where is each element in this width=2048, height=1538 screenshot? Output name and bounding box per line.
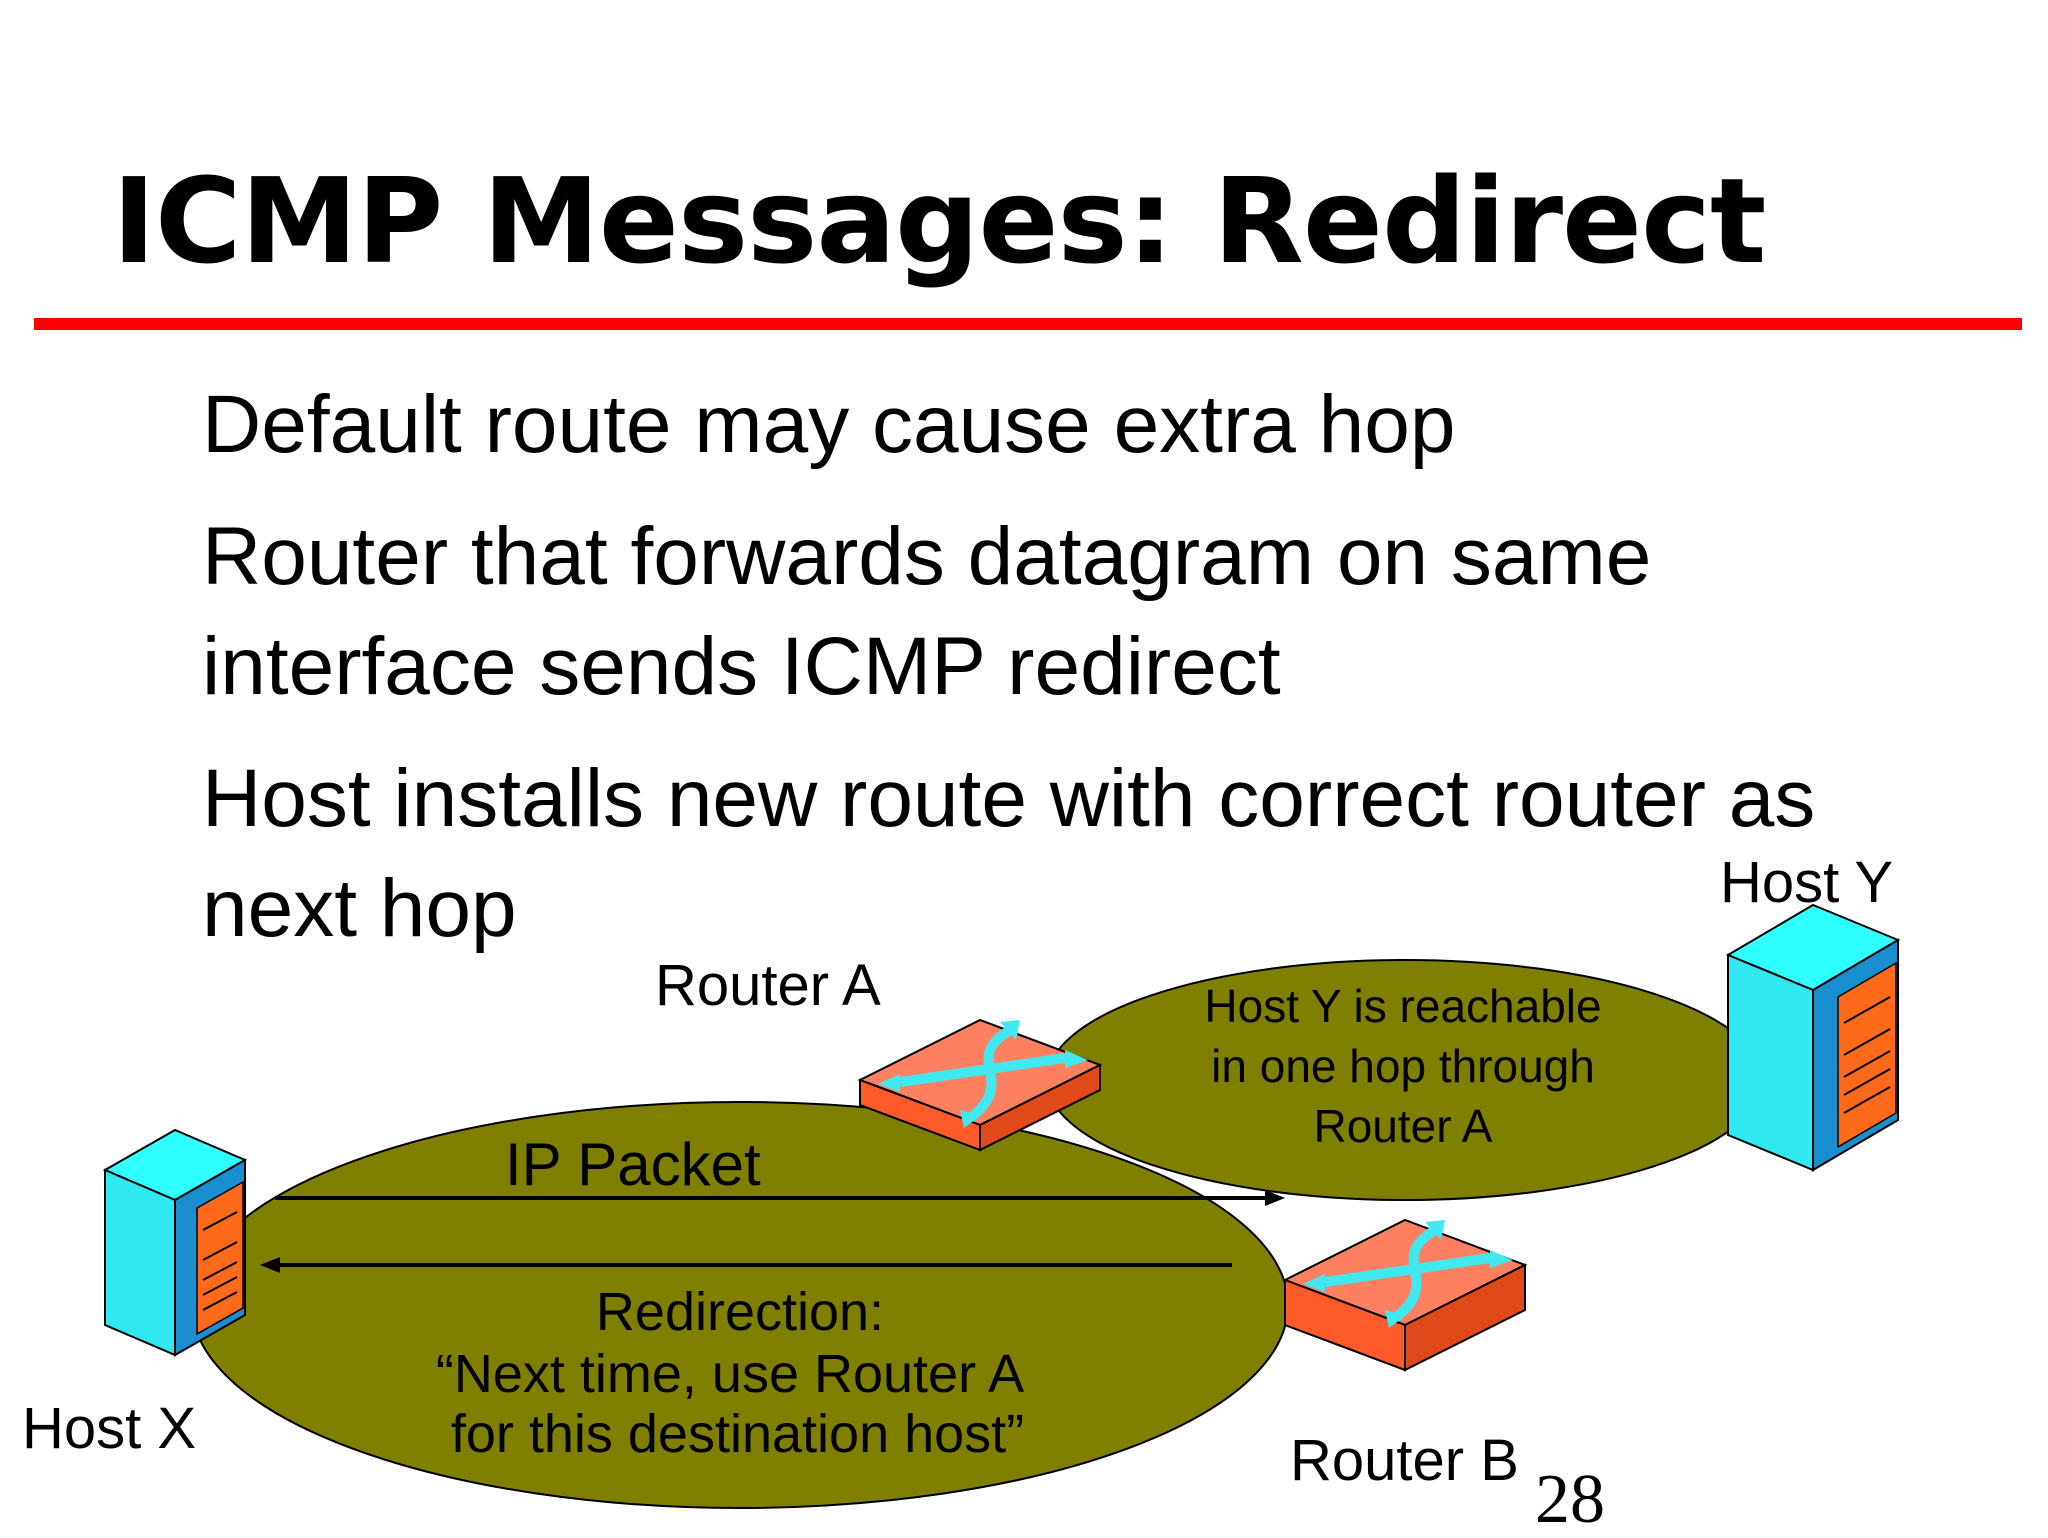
- host-x-icon: [102, 1128, 248, 1357]
- page-number: 28: [1535, 1461, 1605, 1538]
- redirection-note-line: for this destination host”: [436, 1404, 1024, 1464]
- reachability-note-line: Host Y is reachable: [1204, 980, 1601, 1032]
- router-b-icon: [1282, 1218, 1528, 1372]
- host-y-icon: [1725, 903, 1901, 1172]
- redirection-note-line: “Next time, use Router A: [436, 1344, 1024, 1404]
- router-a-icon: [857, 1018, 1103, 1152]
- router-b-label: Router B: [1290, 1428, 1519, 1493]
- bullet-item: Host installs new route with correct rou…: [202, 753, 1816, 954]
- slide-title: ICMP Messages: Redirect: [112, 152, 1766, 290]
- bullet-item: Router that forwards datagram on same in…: [202, 511, 1652, 712]
- reachability-note-line: in one hop through: [1211, 1040, 1595, 1092]
- reachability-note-line: Router A: [1314, 1100, 1493, 1152]
- packet-arrow: [275, 1190, 1285, 1206]
- redirection-note-line: Redirection:: [596, 1282, 884, 1342]
- bullet-list: Default route may cause extra hop Router…: [202, 370, 1962, 986]
- router-a-label: Router A: [655, 953, 881, 1018]
- title-divider: [34, 318, 2022, 330]
- bullet-item: Default route may cause extra hop: [202, 379, 1456, 470]
- host-y-label: Host Y: [1720, 850, 1893, 915]
- redirect-arrow: [260, 1257, 1232, 1273]
- host-x-label: Host X: [22, 1396, 196, 1461]
- ip-packet-label: IP Packet: [505, 1131, 761, 1198]
